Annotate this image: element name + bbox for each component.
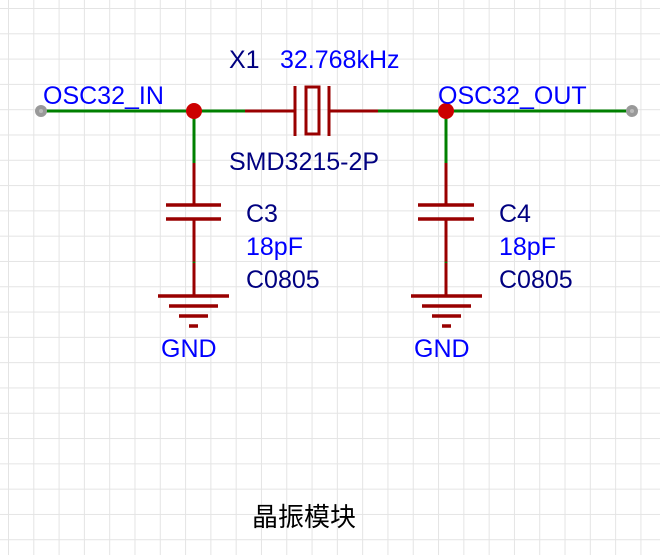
capacitor-c4-symbol[interactable] (418, 163, 474, 263)
c4-value[interactable]: 18pF (499, 233, 556, 261)
c3-designator[interactable]: C3 (246, 200, 278, 228)
block-title[interactable]: 晶振模块 (252, 503, 356, 533)
crystal-value[interactable]: 32.768kHz (280, 46, 400, 74)
c3-value[interactable]: 18pF (246, 233, 303, 261)
net-label-osc32-out[interactable]: OSC32_OUT (438, 82, 587, 110)
c3-footprint[interactable]: C0805 (246, 266, 320, 294)
gnd-label-left[interactable]: GND (161, 335, 217, 363)
c4-footprint[interactable]: C0805 (499, 266, 573, 294)
gnd-label-right[interactable]: GND (414, 335, 470, 363)
net-endpoint-right[interactable] (626, 105, 638, 117)
net-endpoint-left[interactable] (35, 105, 47, 117)
ground-symbol-right[interactable] (411, 263, 482, 328)
crystal-x1-symbol[interactable] (293, 85, 331, 136)
c4-designator[interactable]: C4 (499, 200, 531, 228)
capacitor-c3-symbol[interactable] (166, 163, 221, 263)
crystal-footprint[interactable]: SMD3215-2P (229, 148, 379, 176)
crystal-body (304, 85, 321, 136)
ground-symbol-left[interactable] (158, 263, 229, 328)
crystal-designator[interactable]: X1 (229, 46, 260, 74)
junction-left[interactable] (186, 103, 202, 119)
junction-right[interactable] (438, 103, 454, 119)
net-label-osc32-in[interactable]: OSC32_IN (43, 82, 164, 110)
